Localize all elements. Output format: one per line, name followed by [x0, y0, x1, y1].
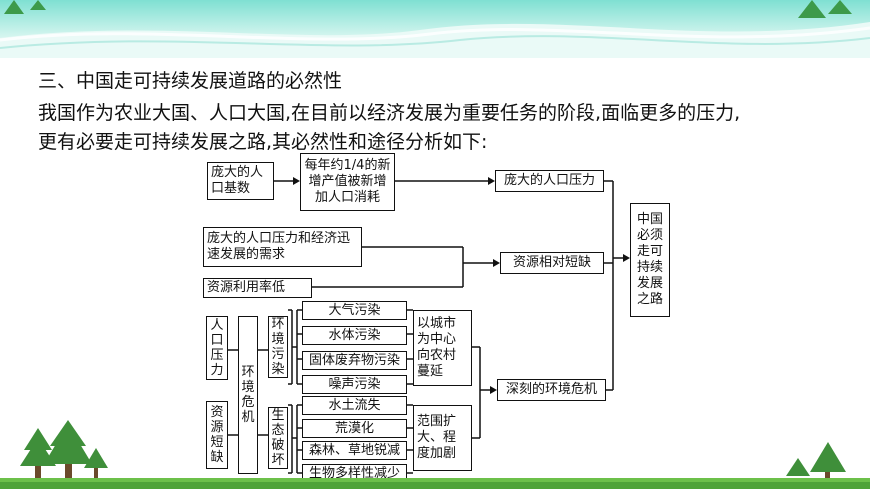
- resource-shortage-box: 资源相对短缺: [500, 252, 604, 274]
- env-crisis-box: 深刻的环境危机: [497, 379, 606, 401]
- banner-decoration: [0, 0, 870, 58]
- pressure-demand-box: 庞大的人口压力和经济迅速发展的需求: [203, 227, 362, 267]
- pollution-item: 噪声污染: [302, 375, 407, 394]
- footer-decoration: [0, 420, 870, 489]
- arrow: [293, 177, 300, 185]
- population-pressure-vbox: 人口压力: [206, 316, 228, 380]
- urban-spread-box: 以城市为中心向农村蔓延: [413, 310, 472, 386]
- conclusion-box: 中国必须走可持续发展之路: [630, 203, 670, 317]
- pollution-item: 固体废弃物污染: [302, 351, 407, 370]
- paragraph-line-1: 我国作为农业大国、人口大国,在目前以经济发展为重要任务的阶段,面临更多的压力,: [38, 98, 868, 125]
- section-heading: 三、中国走可持续发展道路的必然性: [38, 66, 342, 93]
- pollution-item: 大气污染: [302, 301, 407, 320]
- low-utilization-box: 资源利用率低: [203, 278, 312, 298]
- tree-icon: [20, 420, 108, 478]
- pop-pressure-box: 庞大的人口压力: [495, 170, 604, 192]
- new-consumption-box: 每年约1/4的新增产值被新增加人口消耗: [300, 153, 395, 211]
- pollution-item: 水体污染: [302, 326, 407, 345]
- base-population-box: 庞大的人口基数: [207, 162, 274, 200]
- tree-icon: [786, 442, 846, 478]
- env-pollution-vbox: 环境污染: [268, 316, 288, 378]
- damage-item: 水土流失: [302, 396, 407, 415]
